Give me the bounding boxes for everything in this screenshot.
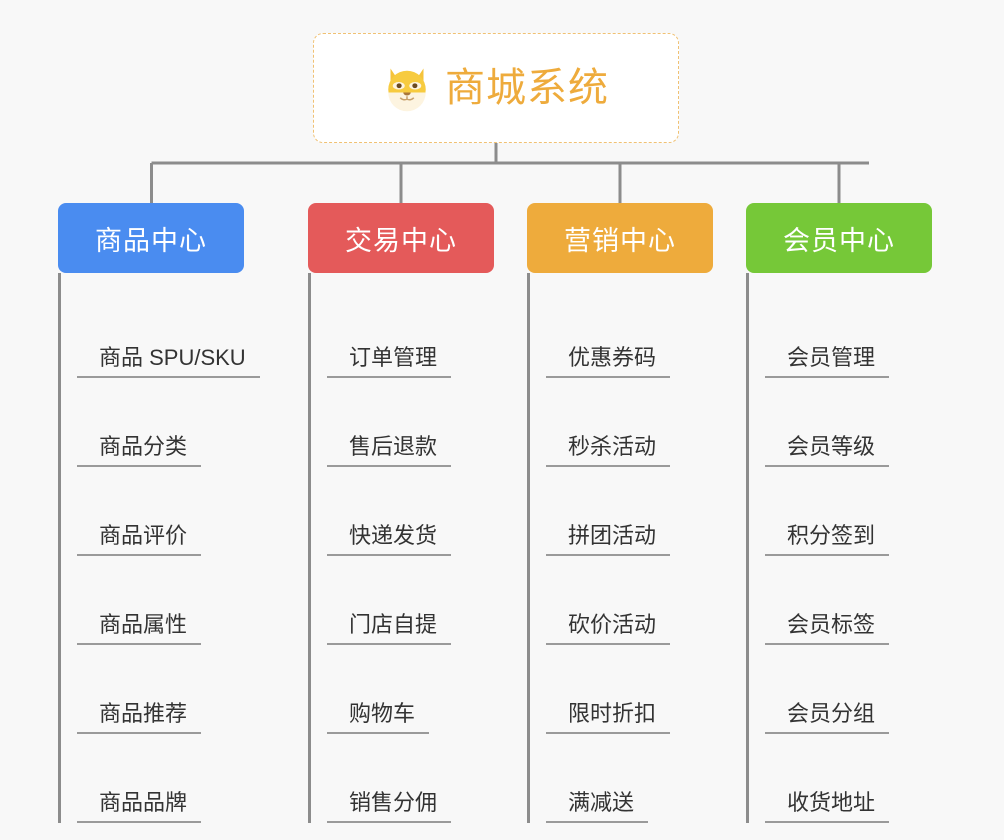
list-item[interactable]: 会员标签 <box>765 556 932 645</box>
leaf-label: 商品品牌 <box>77 790 202 823</box>
list-item[interactable]: 售后退款 <box>327 378 494 467</box>
list-item[interactable]: 会员分组 <box>765 645 932 734</box>
leaf-label: 拼团活动 <box>546 523 671 556</box>
leaf-list-2: 订单管理 售后退款 快递发货 门店自提 购物车 销售分佣 <box>308 273 494 823</box>
list-item[interactable]: 商品属性 <box>77 556 244 645</box>
category-header-营销中心[interactable]: 营销中心 <box>527 203 713 273</box>
list-item[interactable]: 商品分类 <box>77 378 244 467</box>
leaf-label: 购物车 <box>327 701 430 734</box>
leaf-label: 会员分组 <box>765 701 890 734</box>
leaf-label: 收货地址 <box>765 790 890 823</box>
list-item[interactable]: 拼团活动 <box>546 467 713 556</box>
leaf-label: 会员等级 <box>765 434 890 467</box>
list-item[interactable]: 购物车 <box>327 645 494 734</box>
list-item[interactable]: 会员管理 <box>765 289 932 378</box>
leaf-label: 销售分佣 <box>327 790 452 823</box>
leaf-label: 秒杀活动 <box>546 434 671 467</box>
list-item[interactable]: 门店自提 <box>327 556 494 645</box>
list-item[interactable]: 积分签到 <box>765 467 932 556</box>
branch-column-4: 会员中心 会员管理 会员等级 积分签到 会员标签 会员分组 收货地址 <box>746 203 932 823</box>
category-header-商品中心[interactable]: 商品中心 <box>58 203 244 273</box>
leaf-label: 商品推荐 <box>77 701 202 734</box>
leaf-label: 会员管理 <box>765 345 890 378</box>
list-item[interactable]: 会员等级 <box>765 378 932 467</box>
list-item[interactable]: 商品 SPU/SKU <box>77 289 260 378</box>
leaf-list-3: 优惠券码 秒杀活动 拼团活动 砍价活动 限时折扣 满减送 <box>527 273 713 823</box>
leaf-label: 会员标签 <box>765 612 890 645</box>
list-item[interactable]: 优惠券码 <box>546 289 713 378</box>
leaf-label: 商品 SPU/SKU <box>77 345 260 378</box>
leaf-label: 商品属性 <box>77 612 202 645</box>
list-item[interactable]: 快递发货 <box>327 467 494 556</box>
list-item[interactable]: 限时折扣 <box>546 645 713 734</box>
leaf-label: 商品分类 <box>77 434 202 467</box>
leaf-label: 快递发货 <box>327 523 452 556</box>
leaf-label: 积分签到 <box>765 523 890 556</box>
list-item[interactable]: 砍价活动 <box>546 556 713 645</box>
leaf-label: 订单管理 <box>327 345 452 378</box>
leaf-list-1: 商品 SPU/SKU 商品分类 商品评价 商品属性 商品推荐 商品品牌 <box>58 273 260 823</box>
branch-column-1: 商品中心 商品 SPU/SKU 商品分类 商品评价 商品属性 商品推荐 商品品牌 <box>58 203 260 823</box>
list-item[interactable]: 订单管理 <box>327 289 494 378</box>
list-item[interactable]: 秒杀活动 <box>546 378 713 467</box>
category-header-交易中心[interactable]: 交易中心 <box>308 203 494 273</box>
root-title: 商城系统 <box>445 66 609 110</box>
dog-face-icon <box>388 68 426 112</box>
leaf-label: 优惠券码 <box>546 345 671 378</box>
leaf-label: 售后退款 <box>327 434 452 467</box>
list-item[interactable]: 销售分佣 <box>327 734 494 823</box>
list-item[interactable]: 满减送 <box>546 734 713 823</box>
leaf-label: 限时折扣 <box>546 701 671 734</box>
branch-column-3: 营销中心 优惠券码 秒杀活动 拼团活动 砍价活动 限时折扣 满减送 <box>527 203 713 823</box>
branch-column-2: 交易中心 订单管理 售后退款 快递发货 门店自提 购物车 销售分佣 <box>308 203 494 823</box>
category-header-会员中心[interactable]: 会员中心 <box>746 203 932 273</box>
leaf-label: 砍价活动 <box>546 612 671 645</box>
leaf-label: 门店自提 <box>327 612 452 645</box>
leaf-label: 商品评价 <box>77 523 202 556</box>
list-item[interactable]: 商品评价 <box>77 467 244 556</box>
list-item[interactable]: 商品品牌 <box>77 734 244 823</box>
list-item[interactable]: 收货地址 <box>765 734 932 823</box>
leaf-list-4: 会员管理 会员等级 积分签到 会员标签 会员分组 收货地址 <box>746 273 932 823</box>
leaf-label: 满减送 <box>546 790 649 823</box>
root-node[interactable]: 商城系统 <box>313 33 679 143</box>
list-item[interactable]: 商品推荐 <box>77 645 244 734</box>
